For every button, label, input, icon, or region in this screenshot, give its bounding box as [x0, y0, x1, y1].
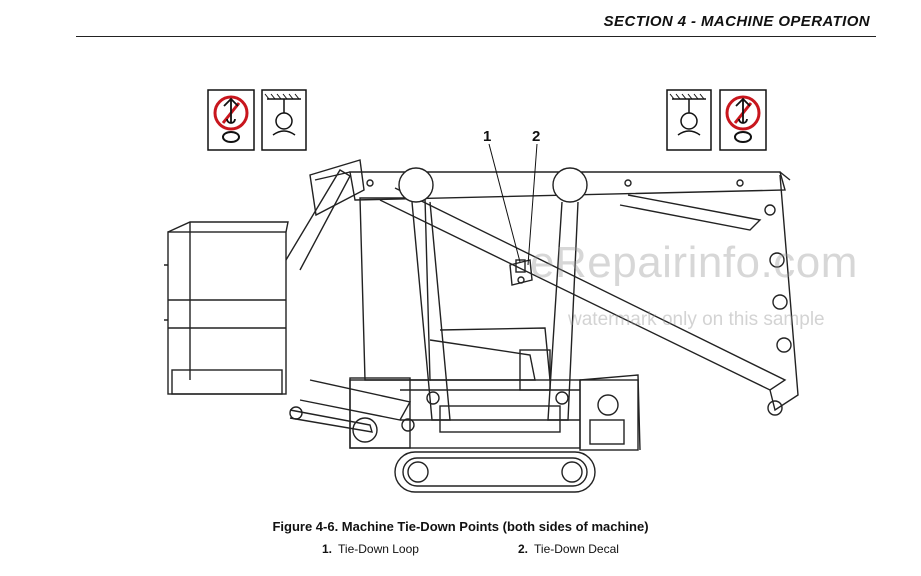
tie-down-decal-icon-right: [666, 89, 712, 151]
legend-item-1: 1. Tie-Down Loop: [322, 542, 419, 556]
crawler-track: [394, 451, 596, 493]
no-lift-decal-icon-left: [207, 89, 255, 151]
legend-number: 1.: [322, 542, 333, 556]
platform-basket: [164, 221, 289, 395]
page-header: SECTION 4 - MACHINE OPERATION: [76, 6, 876, 37]
tie-down-decal-icon-left: [261, 89, 307, 151]
watermark-brand: eRepairinfo.com: [530, 238, 858, 287]
section-title: SECTION 4 - MACHINE OPERATION: [603, 13, 870, 30]
no-lift-decal-icon-right: [719, 89, 767, 151]
watermark-note: watermark only on this sample: [568, 309, 825, 330]
upper-boom: [314, 171, 791, 201]
callout-1: 1: [483, 128, 492, 145]
figure-caption: Figure 4-6. Machine Tie-Down Points (bot…: [272, 519, 649, 534]
legend-item-2: 2. Tie-Down Decal: [518, 542, 619, 556]
callout-2: 2: [532, 128, 541, 145]
legend-label: Tie-Down Loop: [338, 542, 419, 556]
machine-drawing: [164, 159, 799, 493]
legend-number: 2.: [518, 542, 529, 556]
tie-down-area: [509, 259, 533, 286]
power-unit: [579, 374, 641, 451]
lower-boom: [379, 174, 799, 416]
legend-label: Tie-Down Decal: [534, 542, 619, 556]
